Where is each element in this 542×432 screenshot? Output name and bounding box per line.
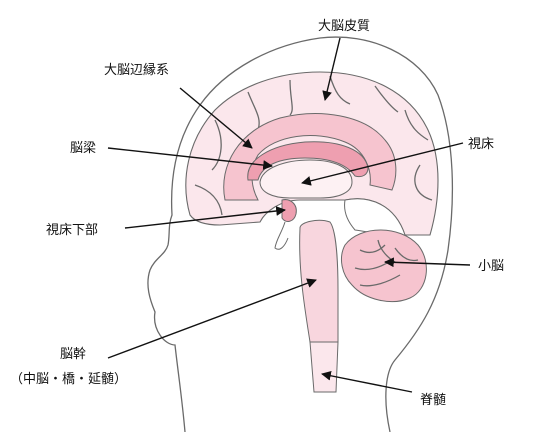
arrow-cerebellum [384, 257, 471, 268]
label-hypothalamus: 視床下部 [46, 223, 98, 238]
label-corpus-callosum: 脳梁 [70, 141, 96, 156]
label-limbic-system: 大脳辺縁系 [104, 62, 169, 78]
cerebellum [341, 229, 427, 303]
spinal-cord [309, 341, 339, 393]
arrow-callosum [107, 147, 273, 170]
corpus-callosum [247, 141, 369, 181]
arrow-limbic [179, 87, 253, 149]
label-cerebellum: 小脳 [478, 259, 504, 274]
limbic-system [223, 113, 397, 201]
pituitary-stalk [274, 221, 289, 250]
label-brainstem-sub: （中脳・橋・延髄） [10, 372, 127, 387]
head-outline [147, 36, 454, 432]
label-cerebral-cortex: 大脳皮質 [318, 19, 370, 34]
brainstem [299, 219, 339, 343]
arrow-hypothalamus [124, 206, 286, 229]
label-brainstem: 脳幹 [60, 346, 86, 362]
arrow-spinal [321, 370, 413, 393]
label-spinal-cord: 脊髄 [420, 393, 446, 408]
arrow-thalamus [301, 142, 464, 186]
hypothalamus-region [281, 199, 297, 222]
arrow-brainstem [107, 278, 317, 359]
label-thalamus: 視床 [468, 137, 494, 152]
arrow-cortex [322, 37, 341, 101]
